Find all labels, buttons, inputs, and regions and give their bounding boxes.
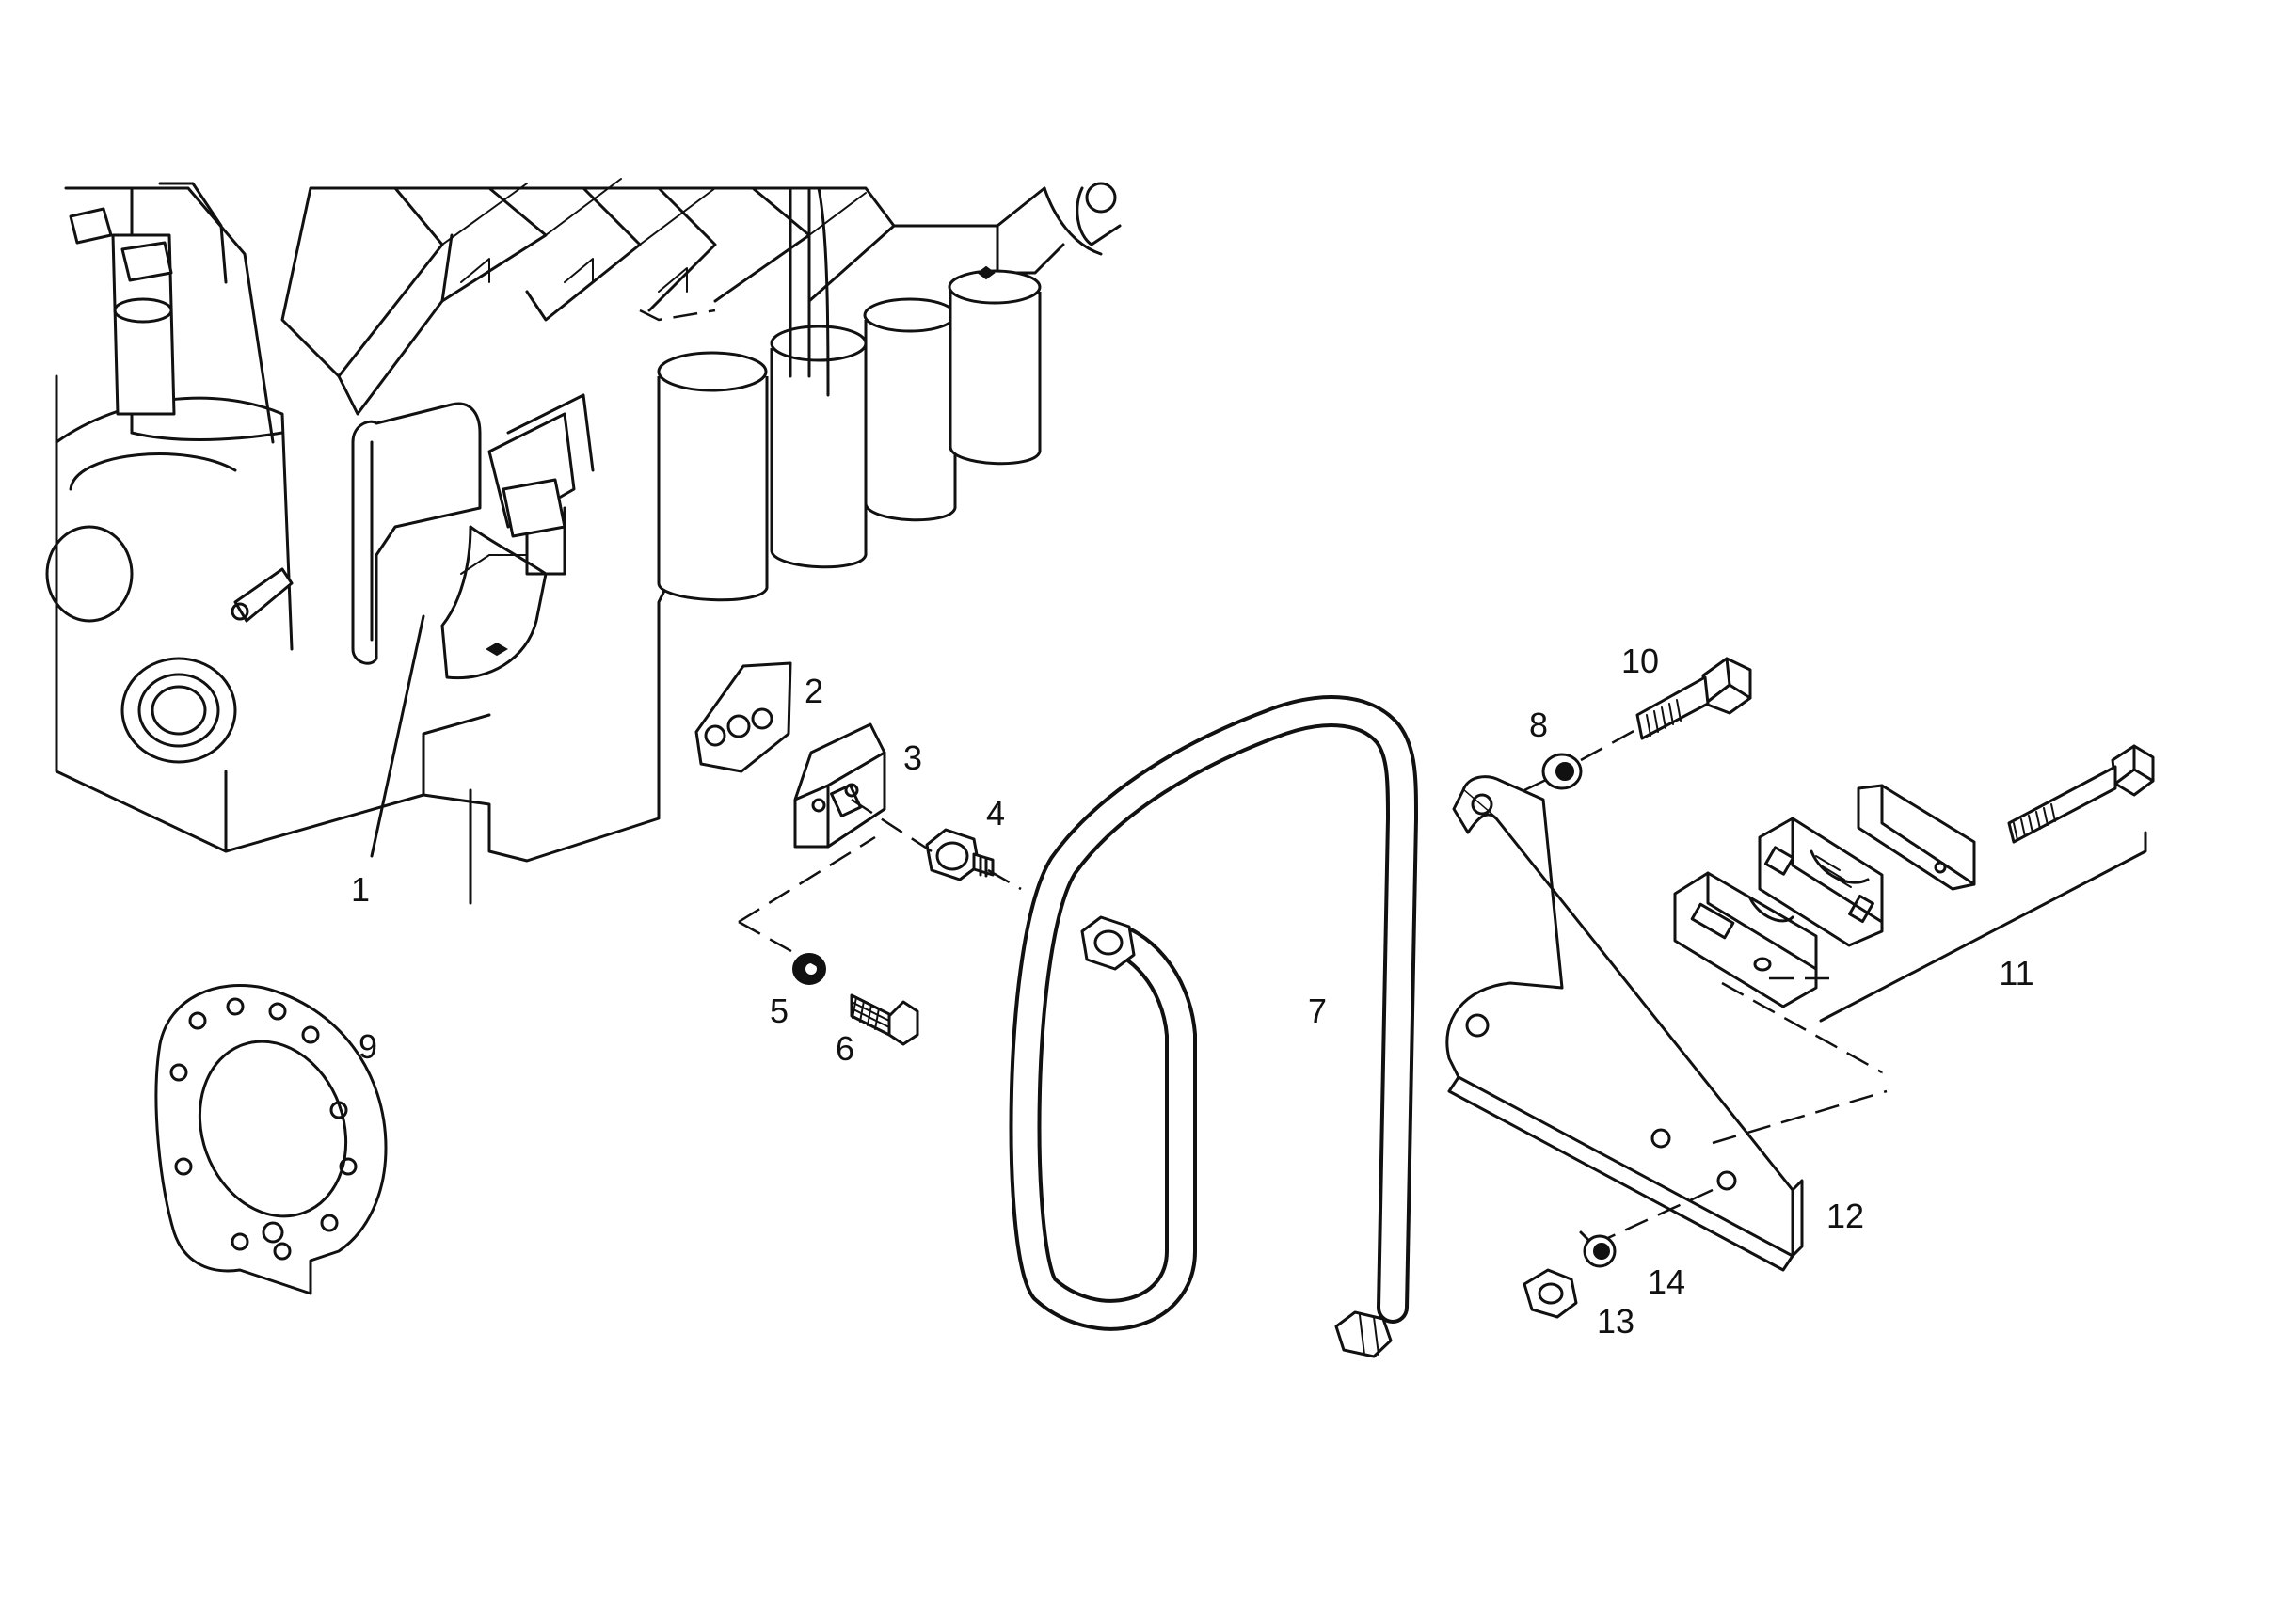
part-washer-5: [792, 953, 826, 985]
part-bolt-10: [1635, 657, 1752, 740]
assembly-line-3-4: [851, 798, 1022, 891]
callout-11: 11: [1999, 954, 2033, 992]
part-gasket: [694, 661, 792, 773]
part-washer-8: [1541, 753, 1583, 790]
callout-13: 13: [1597, 1302, 1634, 1341]
assembly-line-12: [1599, 1089, 1888, 1244]
part-bracket-plate: [1445, 775, 1804, 1272]
callout-labels: 1 2 3 4 5 6 7 8 9 10 11 12 13 14: [351, 642, 2034, 1341]
engine-assembly: [45, 178, 1122, 905]
part-bolt-6: [850, 993, 919, 1046]
part-clamp-assembly: [1673, 744, 2155, 1074]
callout-7: 7: [1308, 992, 1327, 1030]
callout-9: 9: [359, 1027, 377, 1066]
part-pipe: [1009, 695, 1418, 1358]
callout-14: 14: [1648, 1262, 1685, 1301]
part-lock-washer: [1579, 1230, 1617, 1268]
part-flange-gasket: [154, 984, 388, 1295]
part-nut: [1523, 1268, 1578, 1319]
callout-3: 3: [903, 738, 922, 777]
callout-8: 8: [1529, 706, 1548, 744]
callout-12: 12: [1826, 1197, 1864, 1235]
callout-6: 6: [836, 1029, 854, 1068]
assembly-line-8-10: [1523, 727, 1638, 792]
callout-5: 5: [770, 992, 789, 1030]
callout-1: 1: [351, 870, 370, 909]
callout-4: 4: [986, 794, 1005, 833]
callout-10: 10: [1621, 642, 1659, 680]
part-mounting-block: [793, 722, 886, 849]
callout-2: 2: [805, 672, 823, 710]
part-sensor: [925, 828, 995, 881]
assembly-line-5-6: [738, 835, 876, 971]
